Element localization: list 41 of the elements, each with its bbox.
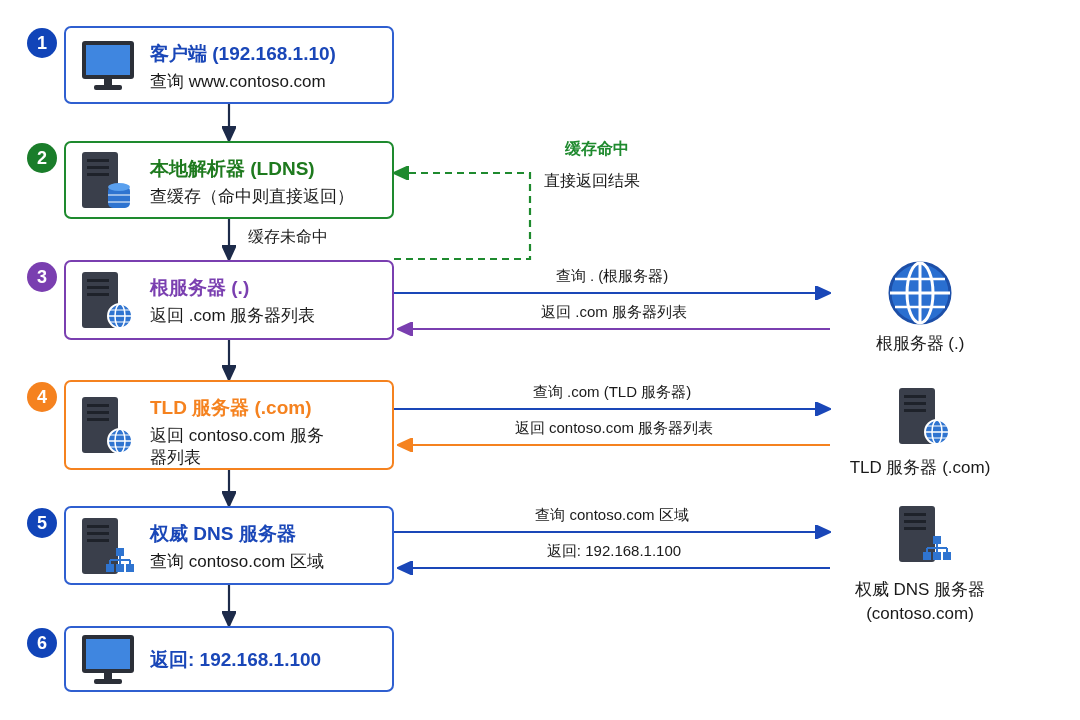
server-caption: 权威 DNS 服务器 (contoso.com) bbox=[853, 579, 987, 625]
arrow bbox=[221, 340, 237, 381]
box-title: 根服务器 (.) bbox=[150, 276, 250, 300]
step-badge: 6 bbox=[27, 628, 57, 658]
arrow bbox=[221, 585, 237, 627]
arrow bbox=[394, 401, 831, 417]
edge-label: 返回 .com 服务器列表 bbox=[538, 303, 690, 321]
step-badge: 5 bbox=[27, 508, 57, 538]
process-box bbox=[64, 626, 394, 692]
arrow bbox=[394, 285, 831, 301]
arrow bbox=[221, 104, 237, 142]
process-box bbox=[64, 260, 394, 340]
box-text: 查缓存（命中则直接返回） bbox=[150, 186, 354, 208]
step-badge: 1 bbox=[27, 28, 57, 58]
edge-label: 查询 contoso.com 区域 bbox=[532, 506, 692, 524]
arrow bbox=[221, 219, 237, 261]
arrow bbox=[397, 437, 830, 453]
step-badge: 2 bbox=[27, 143, 57, 173]
box-title: 客户端 (192.168.1.10) bbox=[150, 42, 336, 66]
note-text: 直接返回结果 bbox=[544, 171, 640, 191]
arrow bbox=[394, 524, 831, 540]
step-badge: 4 bbox=[27, 382, 57, 412]
box-title: 返回: 192.168.1.100 bbox=[150, 648, 322, 672]
arrow bbox=[221, 470, 237, 507]
box-text: 查询 www.contoso.com bbox=[150, 71, 326, 93]
box-text: 返回 contoso.com 服务器列表 bbox=[150, 425, 325, 469]
arrow bbox=[393, 165, 532, 261]
box-text: 查询 contoso.com 区域 bbox=[150, 551, 324, 573]
arrow bbox=[397, 560, 830, 576]
arrow bbox=[397, 321, 830, 337]
box-text: 返回 .com 服务器列表 bbox=[150, 305, 316, 327]
box-title: 权威 DNS 服务器 bbox=[150, 522, 296, 546]
step-badge: 3 bbox=[27, 262, 57, 292]
server-caption: 根服务器 (.) bbox=[874, 333, 966, 355]
process-box bbox=[64, 141, 394, 219]
server-caption: TLD 服务器 (.com) bbox=[848, 457, 992, 479]
process-box bbox=[64, 26, 394, 104]
process-box bbox=[64, 380, 394, 470]
box-title: 本地解析器 (LDNS) bbox=[150, 157, 315, 181]
box-title: TLD 服务器 (.com) bbox=[150, 396, 312, 420]
process-box bbox=[64, 506, 394, 585]
